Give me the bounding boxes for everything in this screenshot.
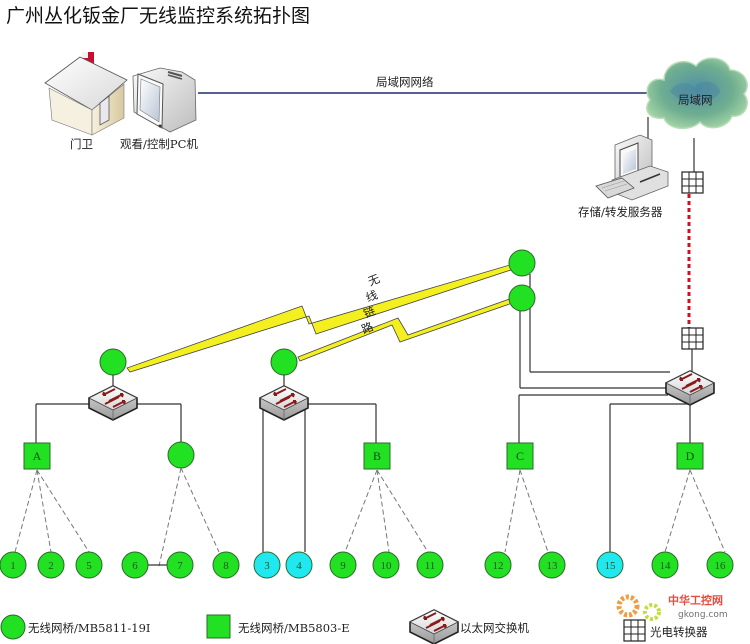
legend-square-label: 无线网桥/MB5803-E [238,621,350,635]
svg-text:路: 路 [359,319,375,336]
endpoint-node-4 [285,551,313,579]
endpoint-node-2 [37,551,65,579]
legend-converter-label: 光电转换器 [650,625,708,639]
legend-circle-icon [0,614,26,640]
endpoint-label: 5 [86,560,92,572]
endpoint-node-13 [538,551,566,579]
endpoint-node-16 [706,551,734,579]
legend-circle-label: 无线网桥/MB5811-19I [28,621,150,635]
wireless-bridge-c [506,442,534,470]
ethernet-switch-right [665,370,715,406]
gear-icon [616,594,640,618]
gear-icon [643,603,661,621]
lan-cloud-icon [646,57,748,130]
endpoint-node-3 [253,551,281,579]
legend-square-icon [206,614,231,639]
wireless-bridge-b [363,442,391,470]
endpoint-label: 15 [605,560,617,572]
pc-label: 观看/控制PC机 [120,137,198,151]
endpoint-node-6 [121,551,149,579]
bridge-label: D [686,449,695,463]
endpoint-node-15 [596,551,624,579]
guard-house-icon [44,52,128,136]
lan-link-label: 局域网网络 [376,75,434,89]
bridge-label: C [516,449,524,463]
svg-text:中华工控网: 中华工控网 [668,593,723,607]
optical-converter-icon [681,327,704,350]
endpoint-label: 10 [381,560,393,572]
legend-converter-icon [623,619,646,642]
diagram-title: 广州丛化钣金厂无线监控系统拓扑图 [6,5,310,27]
optical-converter-icon [681,171,704,194]
endpoint-label: 13 [547,560,559,572]
endpoint-label: 11 [425,560,436,572]
endpoint-node-8 [212,551,240,579]
wireless-bridge-a [23,442,51,470]
wireless-link-label: 无 线 链 路 [359,271,382,336]
ethernet-switch-middle [259,385,309,421]
endpoint-node-5 [75,551,103,579]
wireless-bridge-left [99,348,127,376]
endpoint-node-9 [329,551,357,579]
svg-text:无: 无 [366,271,382,288]
bridge-label: A [33,449,42,463]
endpoint-node-1 [0,551,27,579]
endpoint-node-14 [651,551,679,579]
endpoint-label: 2 [48,560,54,572]
wireless-bridge-middle [270,348,298,376]
wireless-bridge-remote-2 [508,284,536,312]
svg-text:链: 链 [362,303,378,320]
legend-switch-label: 以太网交换机 [460,621,529,635]
endpoint-label: 7 [177,560,183,572]
server-computer-icon [595,134,669,201]
endpoint-label: 1 [10,560,16,572]
endpoint-node-12 [484,551,512,579]
endpoint-node-7 [166,551,194,579]
monitor-icon [132,67,197,133]
ethernet-switch-left [88,385,138,421]
wireless-bridge-relay [167,441,195,469]
endpoint-node-11 [416,551,444,579]
guard-label: 门卫 [70,137,93,151]
bridge-label: B [373,449,381,463]
endpoint-label: 9 [340,560,346,572]
endpoint-label: 8 [223,560,229,572]
cloud-label: 局域网 [678,93,713,107]
endpoint-label: 6 [132,560,138,572]
endpoint-label: 4 [296,560,302,572]
endpoint-label: 12 [493,560,504,572]
wireless-bridge-d [676,442,704,470]
legend-switch-icon [409,609,459,644]
endpoint-label: 14 [660,560,672,572]
server-label: 存储/转发服务器 [578,205,663,219]
wireless-bridge-remote-1 [508,249,536,277]
wireless-dashed-links [14,467,726,567]
endpoint-node-10 [372,551,400,579]
legend: 无线网桥/MB5811-19I 无线网桥/MB5803-E 以太网交换机 光电转… [0,609,708,644]
endpoint-label: 3 [264,560,270,572]
endpoint-label: 16 [715,560,727,572]
watermark: 中华工控网 gkong.com [616,593,728,621]
svg-text:线: 线 [364,287,380,304]
svg-text:gkong.com: gkong.com [678,610,728,620]
